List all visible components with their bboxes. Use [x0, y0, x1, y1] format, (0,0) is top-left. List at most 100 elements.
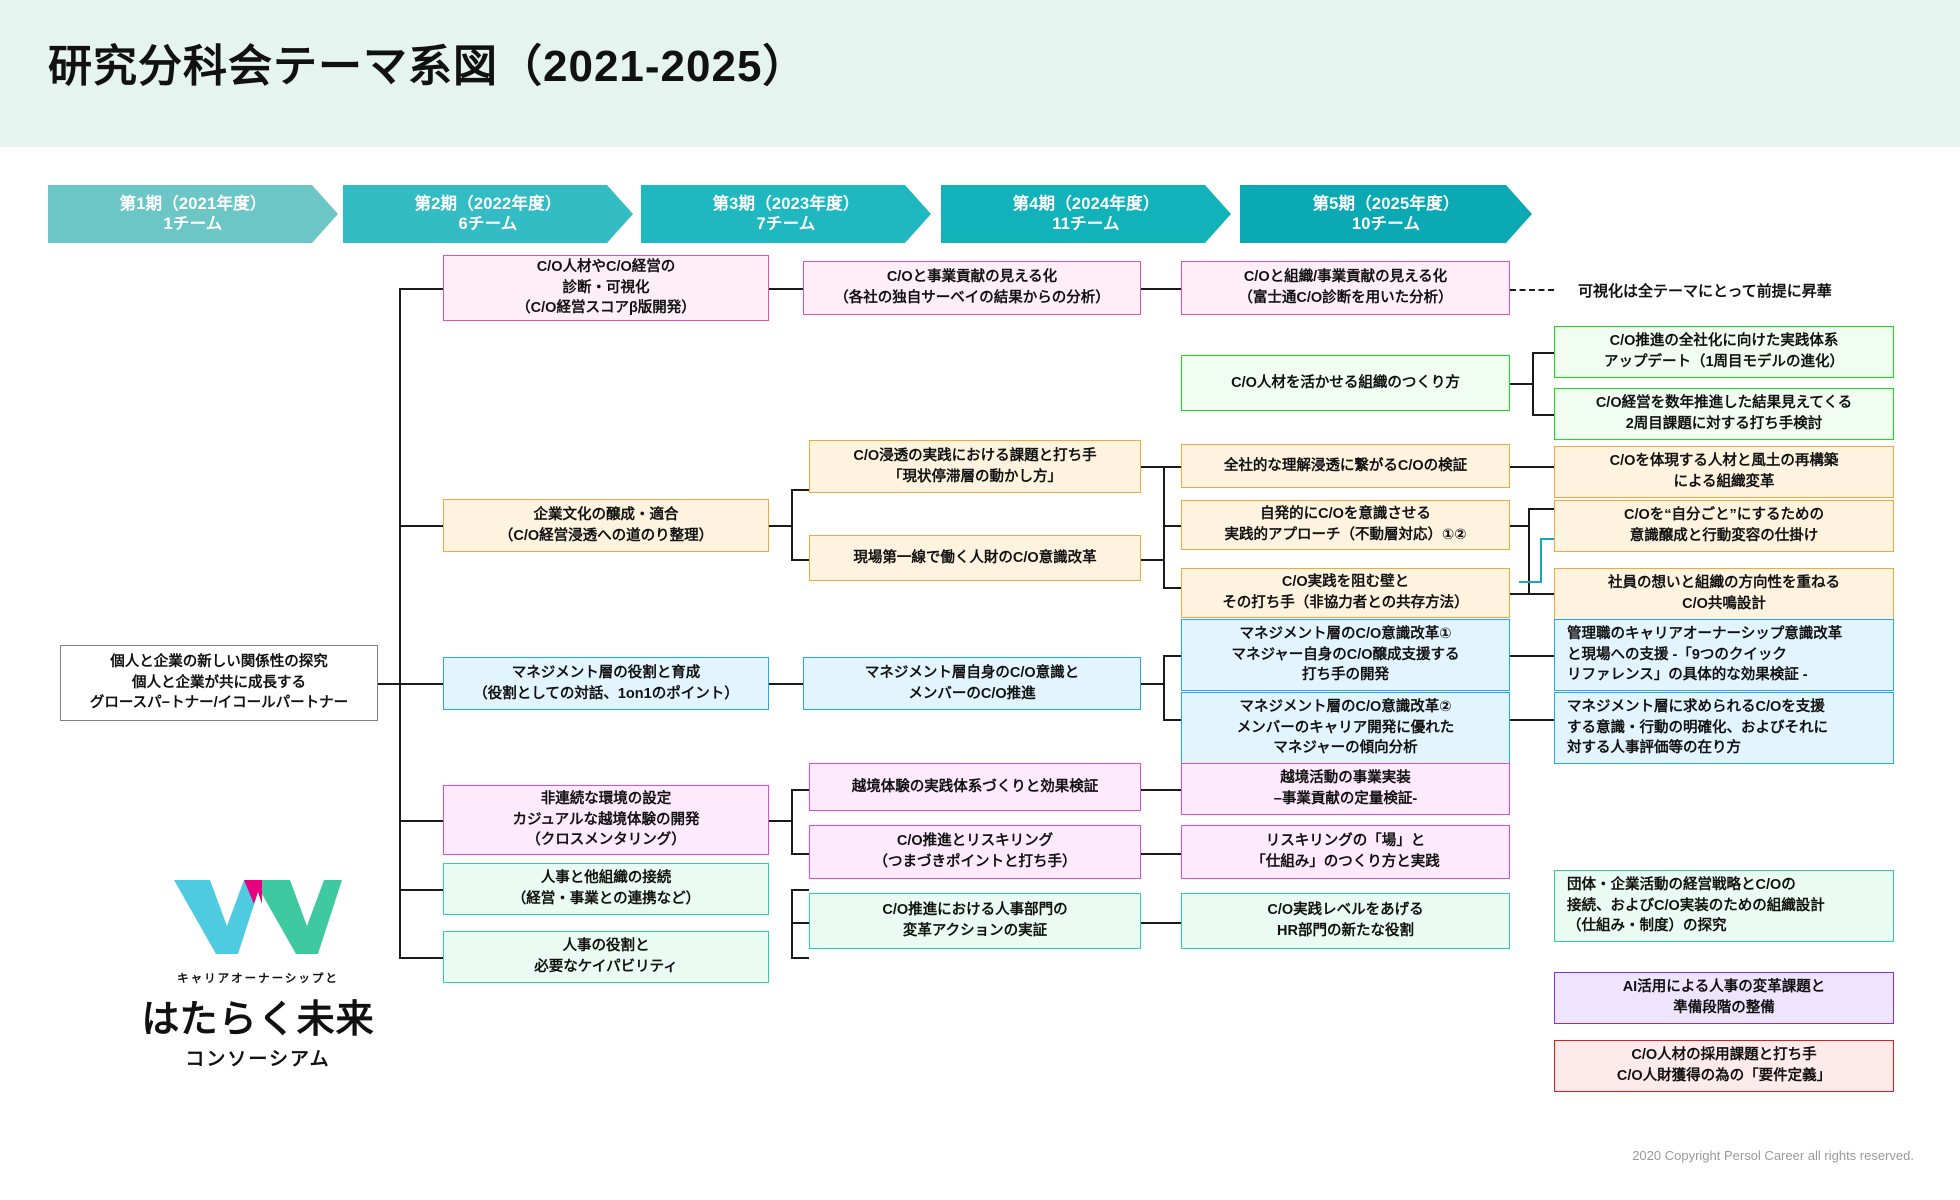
node-p3-hr-action[interactable]: C/O推進における人事部門の 変革アクションの実証	[809, 893, 1141, 949]
node-p5-whole[interactable]: C/O推進の全社化に向けた実践体系 アップデート（1周目モデルの進化）	[1554, 326, 1894, 378]
connector	[769, 683, 803, 685]
connector-cyan	[1540, 538, 1542, 583]
node-p3-contrib[interactable]: C/Oと事業貢献の見える化 （各社の独自サーベイの結果からの分析）	[803, 261, 1141, 315]
connector-spine	[399, 288, 401, 958]
node-p2-mgmt[interactable]: マネジメント層の役割と育成 （役割としての対話、1on1のポイント）	[443, 657, 769, 710]
node-p3-frontline[interactable]: 現場第一線で働く人財のC/O意識改革	[809, 535, 1141, 581]
phase-1-teams: 1チーム	[163, 215, 223, 233]
node-p5-manager-quick[interactable]: 管理職のキャリアオーナーシップ意識改革 と現場への支援 -「9つのクイック リフ…	[1554, 619, 1894, 691]
connector	[1163, 525, 1165, 587]
connector-cyan	[1519, 581, 1540, 583]
phase-header-1: 第1期（2021年度） 1チーム	[48, 185, 338, 243]
connector	[1510, 383, 1532, 385]
connector	[1141, 922, 1181, 924]
connector	[1141, 683, 1163, 685]
connector	[791, 889, 809, 891]
node-p5-resonance[interactable]: 社員の想いと組織の方向性を重ねる C/O共鳴設計	[1554, 568, 1894, 620]
connector	[399, 525, 443, 527]
connector	[1510, 525, 1528, 527]
connector	[377, 683, 401, 685]
connector	[1528, 593, 1554, 595]
node-p5-ai[interactable]: AI活用による人事の変革課題と 準備段階の整備	[1554, 972, 1894, 1024]
phase-4-teams: 11チーム	[1052, 215, 1120, 233]
connector	[1163, 466, 1183, 468]
node-p4-mgmt1[interactable]: マネジメント層のC/O意識改革① マネジャー自身のC/O醸成支援する 打ち手の開…	[1181, 619, 1510, 691]
connector	[1528, 508, 1530, 593]
footer-copyright: 2020 Copyright Persol Career all rights …	[1632, 1148, 1914, 1163]
connector	[1510, 466, 1554, 468]
node-p2-hr-role[interactable]: 人事の役割と 必要なケイパビリティ	[443, 931, 769, 983]
consortium-logo: キャリアオーナーシップと はたらく未来 コンソーシアム	[108, 878, 408, 1071]
phase-5-name: 第5期（2025年度）	[1312, 194, 1460, 213]
connector	[791, 853, 809, 855]
phase-header-4: 第4期（2024年度） 11チーム	[941, 185, 1231, 243]
node-p5-recruit[interactable]: C/O人材の採用課題と打ち手 C/O人財獲得の為の「要件定義」	[1554, 1040, 1894, 1092]
node-p2-culture[interactable]: 企業文化の醸成・適合 （C/O経営浸透への道のり整理）	[443, 499, 769, 552]
connector	[1163, 655, 1165, 719]
connector	[1163, 489, 1165, 525]
connector	[791, 957, 809, 959]
visualization-note: 可視化は全テーマにとって前提に昇華	[1578, 283, 1832, 300]
node-p4-mgmt2[interactable]: マネジメント層のC/O意識改革② メンバーのキャリア開発に優れた マネジャーの傾…	[1181, 692, 1510, 764]
node-p4-org-contrib[interactable]: C/Oと組織/事業貢献の見える化 （富士通C/O診断を用いた分析）	[1181, 261, 1510, 315]
connector	[1510, 719, 1554, 721]
node-p5-second-round[interactable]: C/O経営を数年推進した結果見えてくる 2周目課題に対する打ち手検討	[1554, 388, 1894, 440]
phase-4-name: 第4期（2024年度）	[1012, 194, 1160, 213]
connector	[1141, 853, 1181, 855]
node-p3-mgmt-self[interactable]: マネジメント層自身のC/O意識と メンバーのC/O推進	[803, 657, 1141, 710]
connector	[791, 789, 793, 853]
node-p2-hr-connect[interactable]: 人事と他組織の接続 （経営・事業との連携など）	[443, 863, 769, 915]
node-p4-reskill-place[interactable]: リスキリングの「場」と 「仕組み」のつくり方と実践	[1181, 825, 1510, 879]
connector	[1141, 466, 1163, 468]
node-p2-noncontinuous[interactable]: 非連続な環境の設定 カジュアルな越境体験の開発 （クロスメンタリング）	[443, 785, 769, 855]
connector	[791, 922, 809, 924]
connector	[769, 525, 791, 527]
connector	[791, 489, 793, 561]
node-p2-diag[interactable]: C/O人材やC/O経営の 診断・可視化 （C/O経営スコアβ版開発）	[443, 255, 769, 321]
connector	[399, 889, 443, 891]
connector	[791, 489, 809, 491]
logo-tagline: キャリアオーナーシップと	[177, 973, 339, 985]
connector	[1141, 789, 1181, 791]
connector	[399, 288, 443, 290]
connector	[399, 820, 443, 822]
connector	[1528, 508, 1554, 510]
connector	[1163, 719, 1183, 721]
connector	[1510, 593, 1528, 595]
connector	[1532, 352, 1534, 414]
phase-5-teams: 10チーム	[1351, 215, 1421, 233]
logo-sub-text: コンソーシアム	[185, 1049, 331, 1070]
node-p3-cross-border[interactable]: 越境体験の実践体系づくりと効果検証	[809, 763, 1141, 811]
node-root[interactable]: 個人と企業の新しい関係性の探究 個人と企業が共に成長する グロースパ−トナー/イ…	[60, 645, 378, 721]
title-band	[0, 0, 1960, 147]
logo-main-text: はたらく未来	[141, 999, 375, 1041]
connector	[1163, 655, 1183, 657]
connector	[791, 559, 809, 561]
phase-2-name: 第2期（2022年度）	[414, 194, 562, 213]
phase-2-teams: 6チーム	[458, 215, 518, 233]
node-p5-myself[interactable]: C/Oを“自分ごと”にするための 意識醸成と行動変容の仕掛け	[1554, 500, 1894, 552]
connector	[1163, 466, 1165, 491]
node-p4-cross-impl[interactable]: 越境活動の事業実装 –事業貢献の定量検証-	[1181, 763, 1510, 815]
node-p5-embody[interactable]: C/Oを体現する人材と風土の再構築 による組織変革	[1554, 446, 1894, 498]
node-p4-org-make[interactable]: C/O人材を活かせる組織のつくり方	[1181, 355, 1510, 411]
node-p3-penetration[interactable]: C/O浸透の実践における課題と打ち手 「現状停滞層の動かし方」	[809, 440, 1141, 493]
phase-3-name: 第3期（2023年度）	[712, 194, 860, 213]
node-p5-org-design[interactable]: 団体・企業活動の経営戦略とC/Oの 接続、およびC/O実装のための組織設計 （仕…	[1554, 870, 1894, 942]
connector	[769, 288, 803, 290]
connector	[1532, 414, 1554, 416]
node-p3-reskilling[interactable]: C/O推進とリスキリング （つまづきポイントと打ち手）	[809, 825, 1141, 879]
connector	[1510, 655, 1554, 657]
connector	[1532, 352, 1554, 354]
connector	[399, 683, 443, 685]
node-p4-barrier[interactable]: C/O実践を阻む壁と その打ち手（非協力者との共存方法）	[1181, 568, 1510, 618]
node-p4-voluntary[interactable]: 自発的にC/Oを意識させる 実践的アプローチ（不動層対応）①②	[1181, 500, 1510, 550]
node-p5-mgmt-support[interactable]: マネジメント層に求められるC/Oを支援 する意識・行動の明確化、およびそれに 対…	[1554, 692, 1894, 764]
node-p4-hr-newrole[interactable]: C/O実践レベルをあげる HR部門の新たな役割	[1181, 893, 1510, 949]
node-p4-company-wide[interactable]: 全社的な理解浸透に繋がるC/Oの検証	[1181, 444, 1510, 488]
connector	[769, 820, 791, 822]
connector	[1163, 525, 1183, 527]
connector	[791, 789, 809, 791]
phase-1-name: 第1期（2021年度）	[119, 194, 267, 213]
connector	[399, 957, 443, 959]
